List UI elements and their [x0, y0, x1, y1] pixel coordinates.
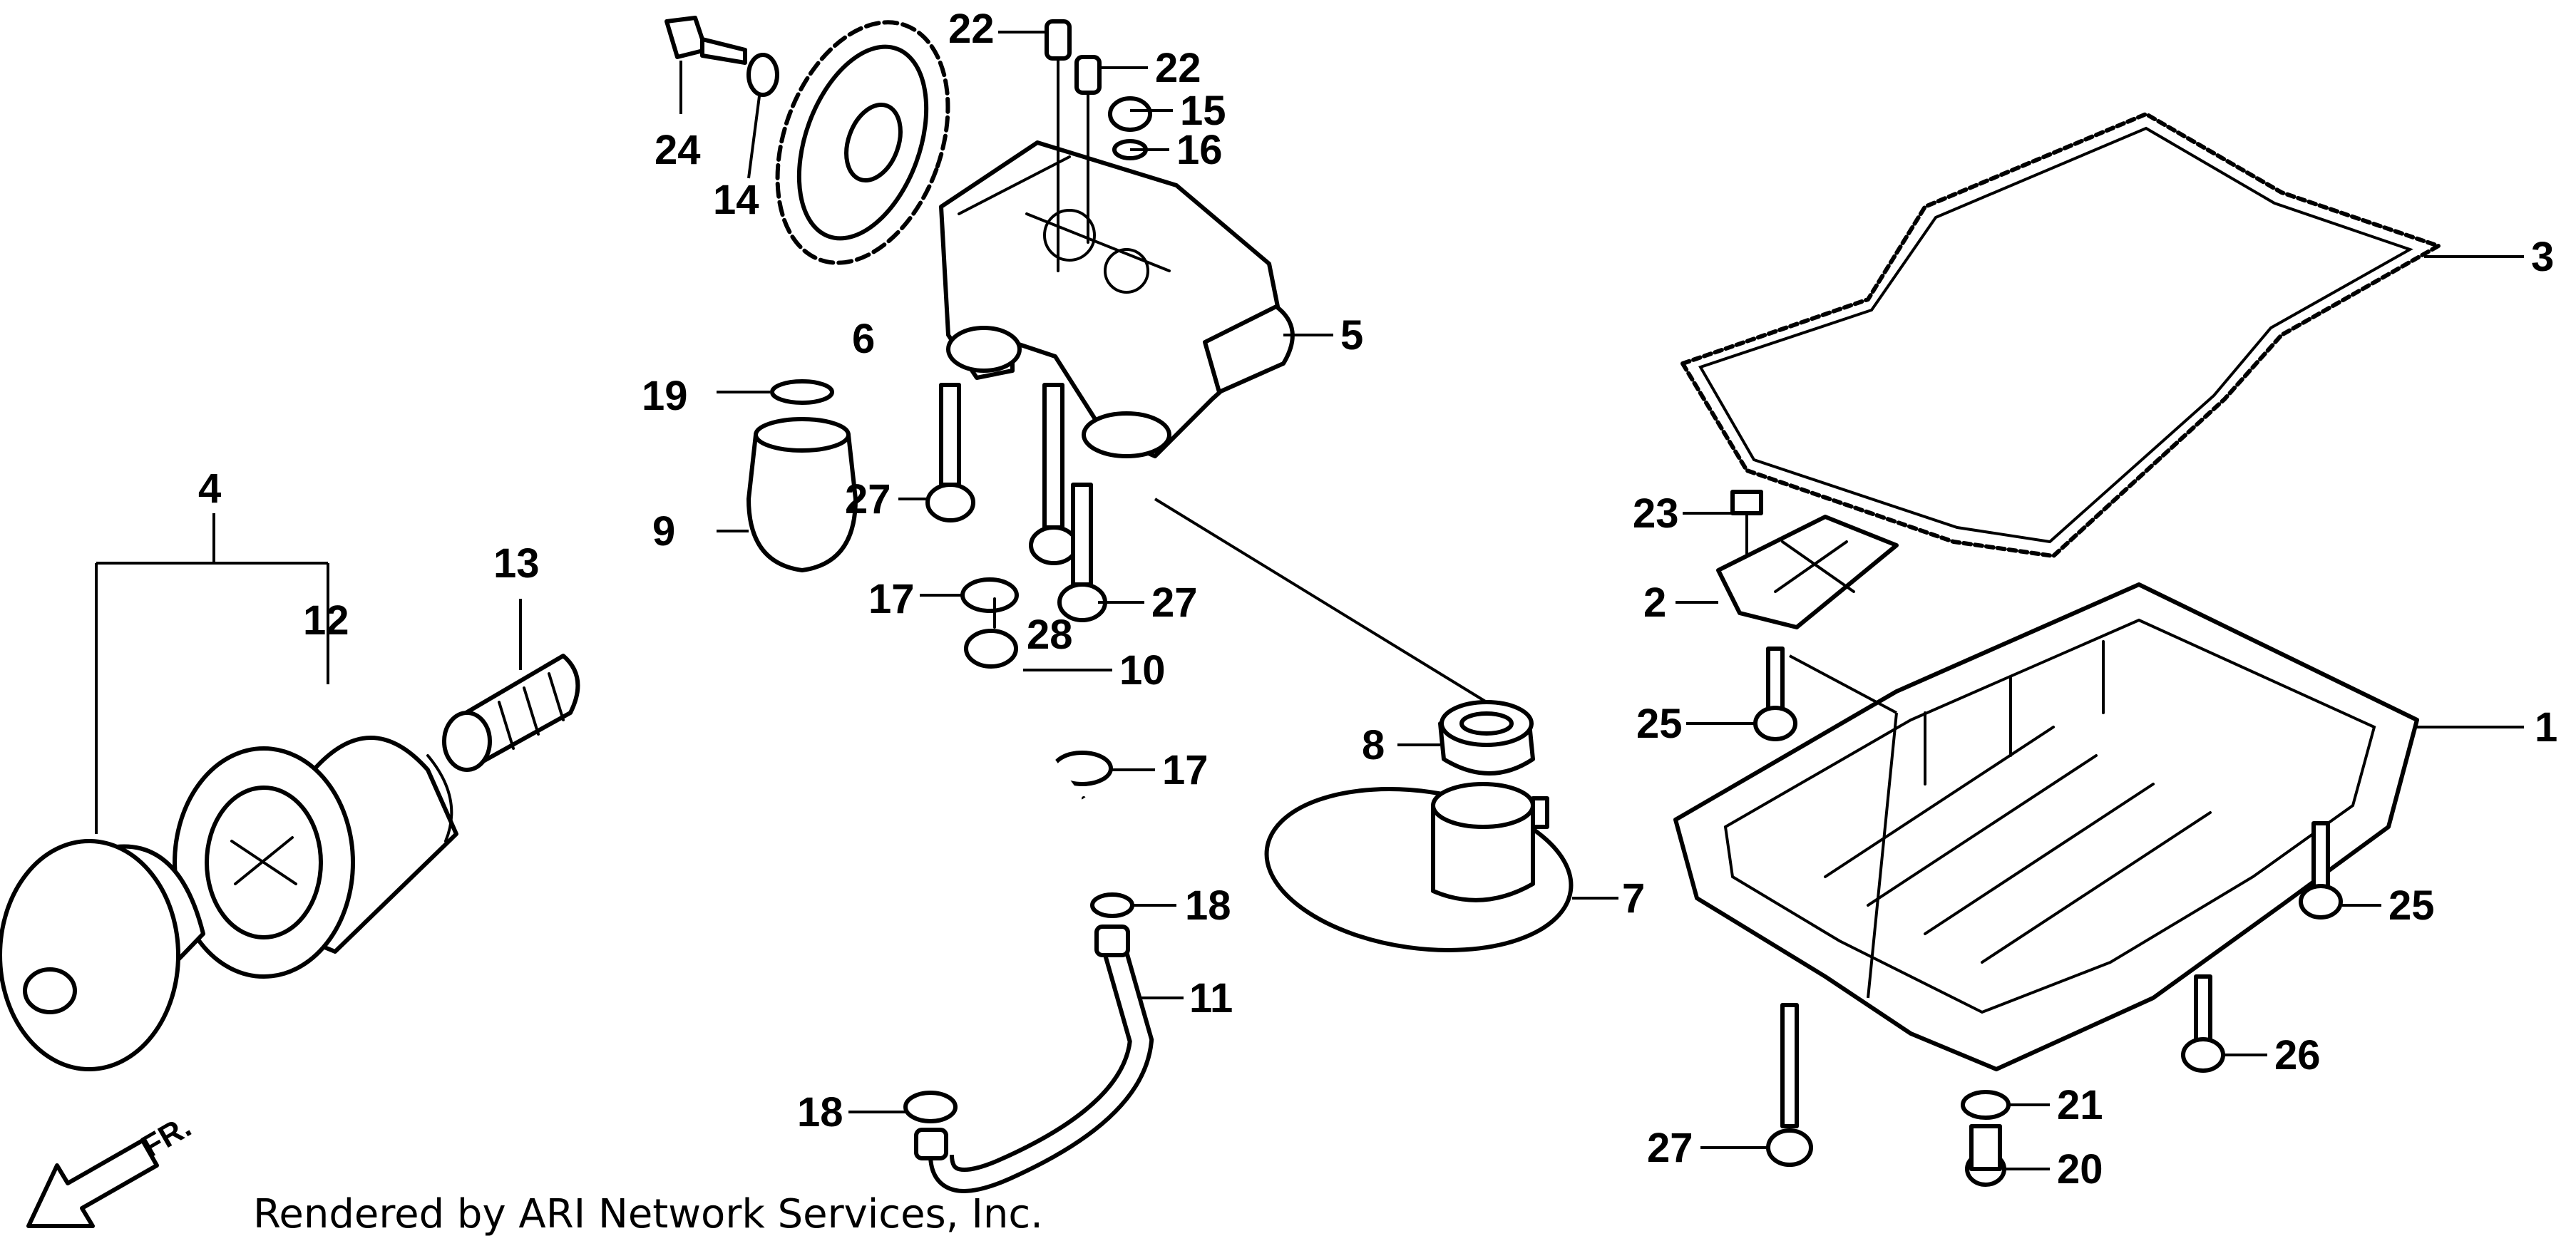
callout-10: 10	[1119, 647, 1166, 694]
sprocket-bolt	[664, 16, 779, 97]
callout-27c: 27	[1647, 1125, 1693, 1171]
callout-28: 28	[1027, 612, 1073, 658]
baffle-plate	[1716, 490, 1899, 629]
callout-3: 3	[2531, 234, 2554, 280]
callout-14: 14	[713, 177, 759, 223]
pump-sprocket	[775, 20, 950, 265]
callout-18b: 18	[797, 1089, 843, 1135]
callout-19: 19	[642, 373, 688, 419]
callout-20: 20	[2057, 1146, 2103, 1193]
callout-4: 4	[198, 465, 221, 512]
filter-wrench	[0, 839, 205, 1071]
callout-9: 9	[652, 508, 675, 555]
callout-26: 26	[2274, 1032, 2321, 1078]
callout-22a: 22	[948, 6, 995, 52]
callout-17b: 17	[1162, 747, 1209, 793]
callout-17a: 17	[868, 576, 915, 622]
callout-25b: 25	[2388, 882, 2435, 929]
oil-strainer	[1264, 782, 1574, 952]
callout-5: 5	[1340, 312, 1363, 359]
oil-pipe-b	[903, 892, 1154, 1193]
union-bolt	[442, 654, 580, 772]
callout-7: 7	[1622, 875, 1645, 922]
pump-bolts	[925, 383, 1107, 622]
oil-filter	[173, 736, 458, 979]
callout-27b: 27	[1151, 580, 1198, 626]
callout-15: 15	[1180, 88, 1226, 134]
callout-13: 13	[493, 540, 540, 587]
callout-1: 1	[2535, 704, 2557, 751]
callout-27a: 27	[845, 476, 891, 522]
leader-lines	[95, 31, 2524, 1170]
callout-24: 24	[655, 127, 701, 173]
credit-text: Rendered by ARI Network Services, Inc.	[253, 1191, 1043, 1236]
pan-bolts	[1753, 647, 2343, 1187]
callout-6: 6	[852, 316, 875, 362]
callout-8: 8	[1362, 722, 1385, 768]
callout-21: 21	[2057, 1082, 2103, 1128]
pan-gasket	[1680, 112, 2441, 558]
callout-16: 16	[1176, 127, 1223, 173]
callout-11: 11	[1189, 975, 1233, 1021]
callout-2: 2	[1643, 580, 1666, 626]
callout-18a: 18	[1185, 882, 1231, 929]
front-direction-arrow: FR.	[26, 1109, 197, 1228]
pump-collar	[746, 379, 858, 572]
oil-pan	[1673, 582, 2419, 1071]
callout-12: 12	[303, 597, 349, 644]
callout-23: 23	[1633, 490, 1679, 537]
callout-labels: 4 12 13 24 14 6 22 22 15 16 5 19 9 27 17…	[198, 6, 2557, 1193]
strainer-seal	[1438, 700, 1535, 776]
callout-25a: 25	[1636, 701, 1683, 747]
oil-pump	[939, 140, 1295, 458]
oil-pipe-a	[911, 597, 1111, 887]
callout-22b: 22	[1155, 45, 1201, 91]
